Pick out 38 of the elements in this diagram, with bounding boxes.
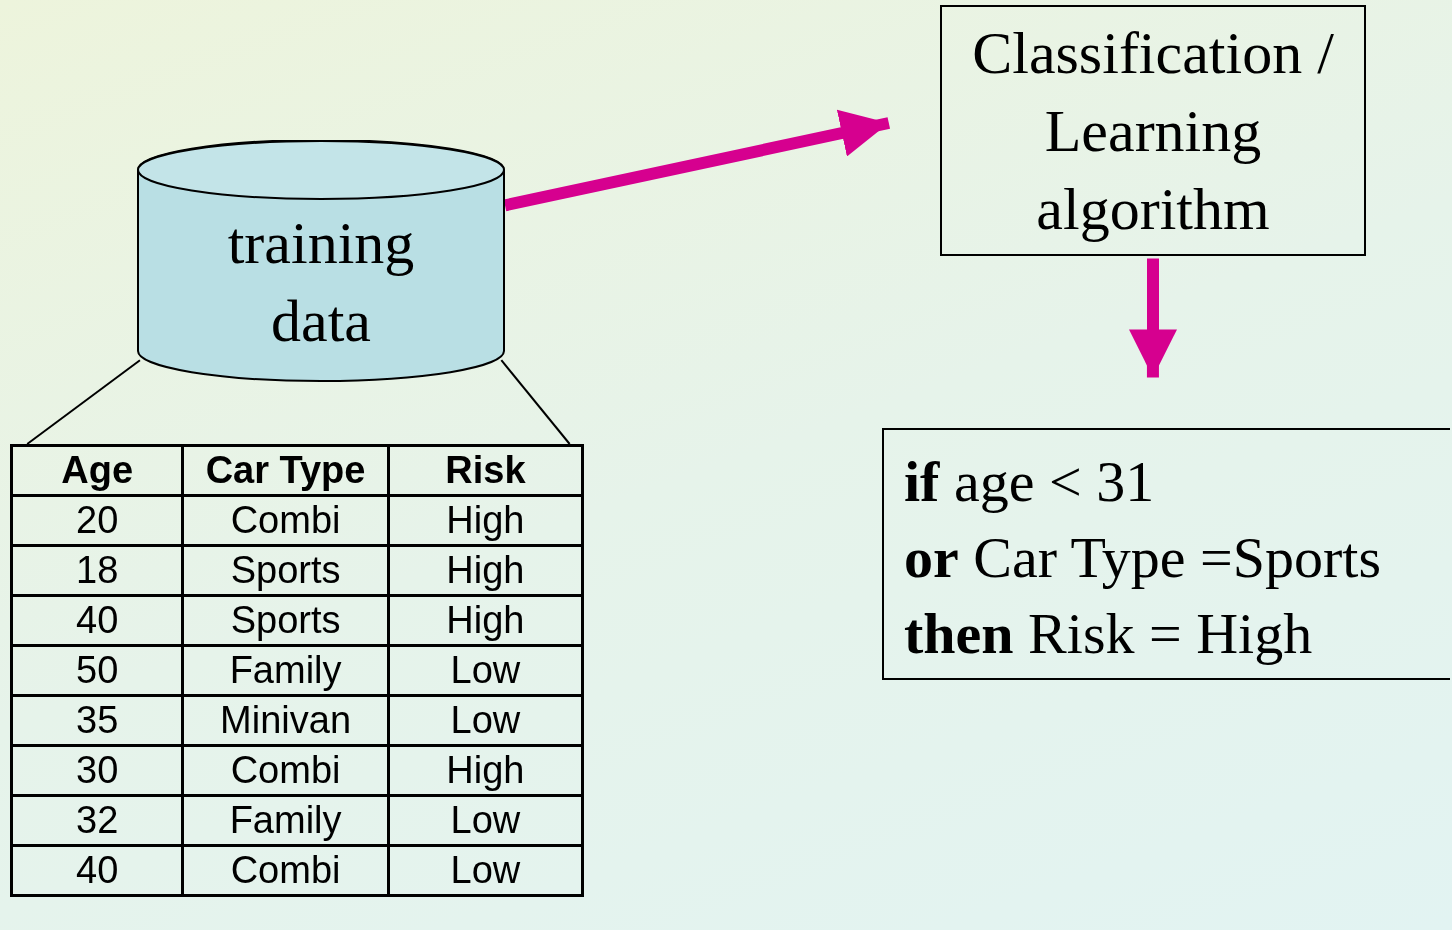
table-cell: 35 bbox=[11, 695, 183, 746]
table-cell: Combi bbox=[182, 495, 389, 546]
table-cell: 32 bbox=[11, 795, 183, 846]
table-cell: High bbox=[388, 745, 583, 796]
table-cell: 18 bbox=[11, 545, 183, 596]
rule-line: then Risk = High bbox=[904, 600, 1313, 668]
table-cell: High bbox=[388, 545, 583, 596]
cylinder-label: training data bbox=[226, 209, 416, 356]
arrow bbox=[503, 109, 891, 212]
process-box bbox=[940, 5, 1366, 256]
table-cell: Low bbox=[388, 695, 583, 746]
table-cell: 40 bbox=[11, 595, 183, 646]
table-cell: Low bbox=[388, 795, 583, 846]
table-cell: Sports bbox=[182, 545, 389, 596]
box-label: Classification / Learning algorithm bbox=[971, 18, 1335, 244]
rule-line: if age < 31 bbox=[904, 448, 1155, 516]
table-cell: Family bbox=[182, 645, 389, 696]
rule-line: or Car Type =Sports bbox=[904, 524, 1382, 592]
table-cell: Minivan bbox=[182, 695, 389, 746]
connector-line bbox=[500, 359, 571, 445]
column-header: Age bbox=[11, 445, 183, 496]
table-cell: High bbox=[388, 595, 583, 646]
table-cell: 20 bbox=[11, 495, 183, 546]
column-header: Risk bbox=[388, 445, 583, 496]
table-cell: Sports bbox=[182, 595, 389, 646]
table-cell: Family bbox=[182, 795, 389, 846]
table-cell: High bbox=[388, 495, 583, 546]
table-cell: 30 bbox=[11, 745, 183, 796]
table-cell: Combi bbox=[182, 845, 389, 896]
table-cell: Combi bbox=[182, 745, 389, 796]
table-cell: 40 bbox=[11, 845, 183, 896]
rule-box bbox=[882, 428, 1450, 680]
connector-line bbox=[26, 359, 141, 445]
table-cell: 50 bbox=[11, 645, 183, 696]
table-cell: Low bbox=[388, 645, 583, 696]
column-header: Car Type bbox=[182, 445, 389, 496]
table-cell: Low bbox=[388, 845, 583, 896]
arrow bbox=[1128, 258, 1177, 378]
